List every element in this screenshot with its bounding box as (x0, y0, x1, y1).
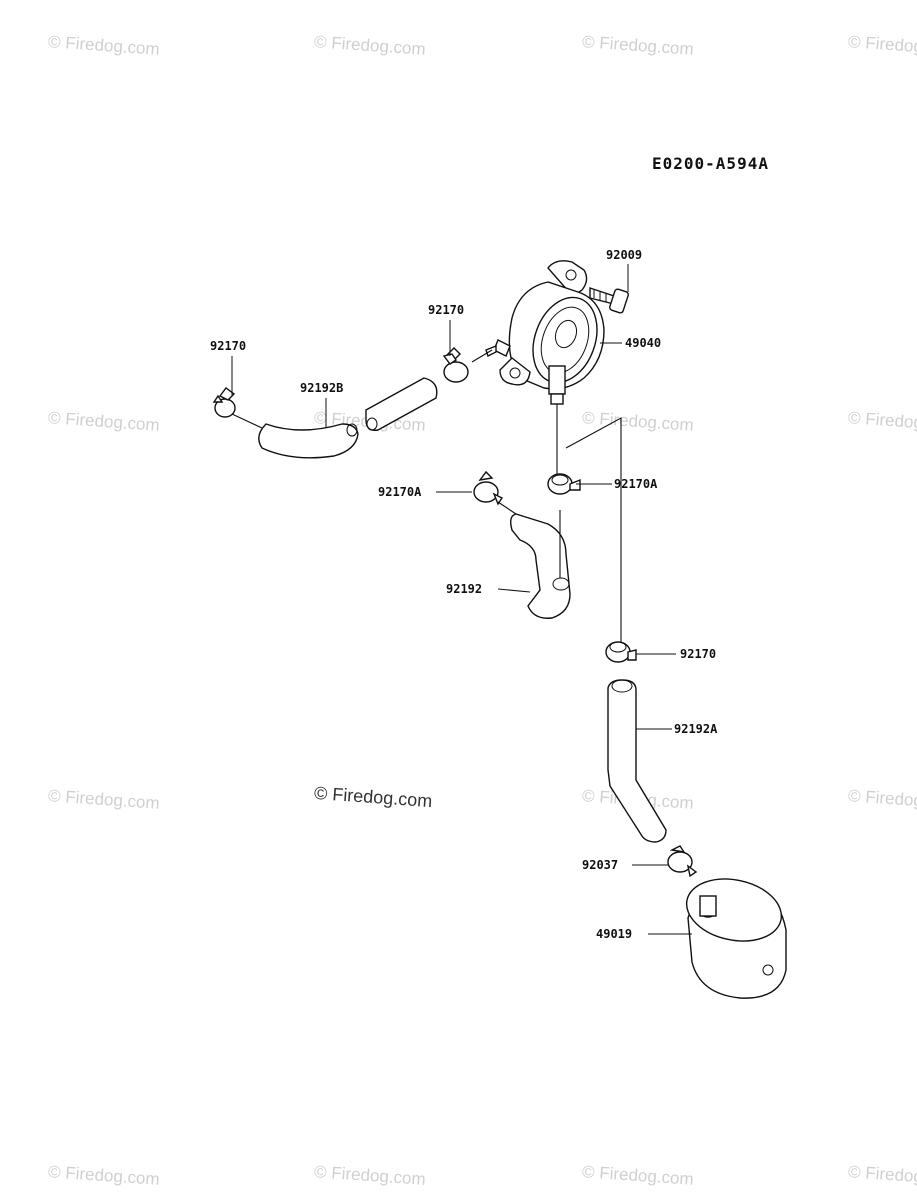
part-labels: 92009 49040 92170 92170 92192B 92170A 92… (210, 248, 718, 941)
clamp-left (212, 387, 236, 418)
clamp-a-left (473, 470, 504, 506)
hose-a (607, 679, 667, 843)
clamp-lower (605, 641, 637, 663)
leader-lines (231, 264, 692, 935)
label-clamp-top: 92170 (428, 303, 464, 317)
clamp-a-right (547, 473, 581, 495)
label-fuel-filter: 49019 (596, 927, 632, 941)
clamp-top (442, 347, 469, 383)
hose-elbow (509, 513, 571, 619)
clamp-filter (667, 845, 698, 878)
fuel-pump (485, 260, 605, 405)
label-hose-a: 92192A (674, 722, 718, 736)
diagram-code: E0200-A594A (652, 154, 769, 173)
label-fuel-pump: 49040 (625, 336, 661, 350)
label-bolt: 92009 (606, 248, 642, 262)
label-clamp-lower: 92170 (680, 647, 716, 661)
hose-b (258, 377, 438, 459)
bolt (589, 287, 629, 314)
label-clamp-filter: 92037 (582, 858, 618, 872)
connection-lines (231, 349, 622, 642)
fuel-filter (685, 878, 787, 999)
label-hose-elbow: 92192 (446, 582, 482, 596)
label-hose-b: 92192B (300, 381, 343, 395)
label-clamp-a-left: 92170A (378, 485, 422, 499)
label-clamp-a-right: 92170A (614, 477, 658, 491)
label-clamp-left: 92170 (210, 339, 246, 353)
